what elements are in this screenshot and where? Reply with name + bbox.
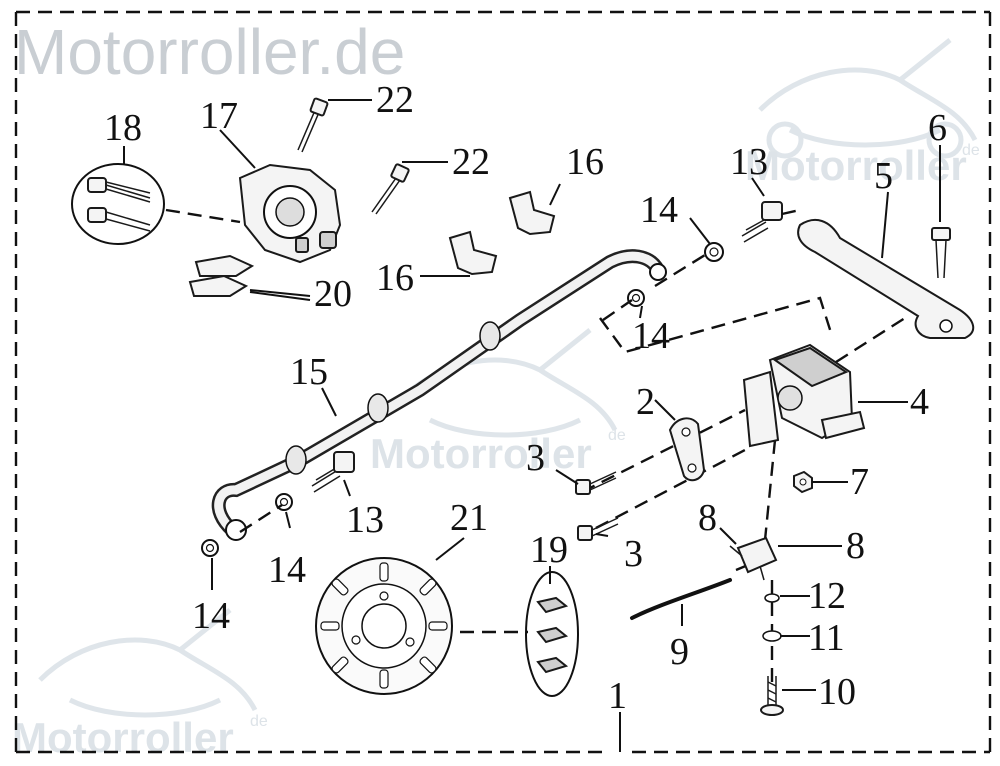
callout-21: 21 <box>450 497 488 539</box>
brake-disc-21 <box>315 557 453 695</box>
pad-spring-16-right <box>508 190 556 236</box>
callout-6: 6 <box>928 107 947 149</box>
scooter-watermark-icon <box>758 38 978 159</box>
callout-5: 5 <box>874 155 893 197</box>
callout-10: 10 <box>818 671 856 713</box>
callout-13-lower: 13 <box>346 499 384 541</box>
watermark-logo-middle: Motorroller <box>370 430 592 477</box>
callout-13-upper: 13 <box>730 141 768 183</box>
callout-9: 9 <box>670 631 689 673</box>
callout-4: 4 <box>910 381 929 423</box>
banjo-bolt-13-lower <box>311 451 355 493</box>
callout-3-upper: 3 <box>526 437 545 479</box>
leader-lines <box>123 99 941 752</box>
washer-12 <box>764 593 780 603</box>
callout-14-lower-left: 14 <box>192 595 230 637</box>
washer-14-b <box>627 289 645 307</box>
assembly-lines <box>239 253 906 690</box>
pad-spring-16-left <box>448 230 498 276</box>
handlebar-clamp-2 <box>668 417 706 482</box>
clamp-bolt-3-upper <box>575 471 617 495</box>
watermark-logo-suffix-middle: de <box>608 427 626 444</box>
callout-3-lower: 3 <box>624 533 643 575</box>
scooter-watermark-icon <box>38 608 258 718</box>
callout-16-lower: 16 <box>376 257 414 299</box>
screw-10 <box>760 676 784 716</box>
washer-14-a <box>704 242 724 262</box>
callout-22-lower: 22 <box>452 141 490 183</box>
callout-2: 2 <box>636 381 655 423</box>
nut-7 <box>793 470 813 494</box>
callout-19: 19 <box>530 529 568 571</box>
brake-hose-15 <box>211 249 667 541</box>
watermark-logo-suffix-top-right: de <box>962 142 980 159</box>
watermark-logo-top-right: Motorroller <box>745 142 967 189</box>
brake-pads-20 <box>188 254 255 297</box>
brake-switch-8 <box>729 536 778 581</box>
callout-15: 15 <box>290 351 328 393</box>
callout-1: 1 <box>608 675 627 717</box>
brake-lever-5 <box>797 218 975 339</box>
callout-22-upper: 22 <box>376 79 414 121</box>
bolt-22-upper <box>297 97 329 153</box>
callout-16-upper: 16 <box>566 141 604 183</box>
master-cylinder-4 <box>742 343 866 448</box>
banjo-bolt-13-upper <box>741 201 801 243</box>
callout-14-lower-right: 14 <box>268 549 306 591</box>
callout-17: 17 <box>200 95 238 137</box>
callout-18: 18 <box>104 107 142 149</box>
callout-14-upper: 14 <box>640 189 678 231</box>
callout-8-right: 8 <box>846 525 865 567</box>
watermark-top-left: Motorroller.de <box>14 16 405 88</box>
caliper-bolts-18 <box>71 163 241 245</box>
washer-14-d <box>201 539 219 557</box>
bolt-22-lower <box>371 163 410 215</box>
brake-caliper-17 <box>238 163 342 264</box>
watermark-layer: Motorroller.de Motorroller de Motorrolle… <box>12 16 980 761</box>
switch-wire-9 <box>630 578 732 620</box>
assembly-frame <box>14 10 992 754</box>
pivot-bolt-6 <box>931 227 951 279</box>
callout-8-left: 8 <box>698 497 717 539</box>
callout-12: 12 <box>808 575 846 617</box>
callout-labels: 18 17 22 22 16 16 20 13 14 6 5 14 4 2 3 … <box>104 79 947 717</box>
callout-20: 20 <box>314 273 352 315</box>
watermark-logo-bottom-left: Motorroller <box>12 714 234 761</box>
watermark-logo-suffix-bottom-left: de <box>250 713 268 730</box>
callout-14-middle: 14 <box>632 315 670 357</box>
disc-bolts-19 <box>525 571 579 697</box>
callout-7: 7 <box>850 461 869 503</box>
clamp-bolt-3-lower <box>577 517 619 541</box>
washer-11 <box>762 630 782 642</box>
callout-11: 11 <box>808 617 845 659</box>
